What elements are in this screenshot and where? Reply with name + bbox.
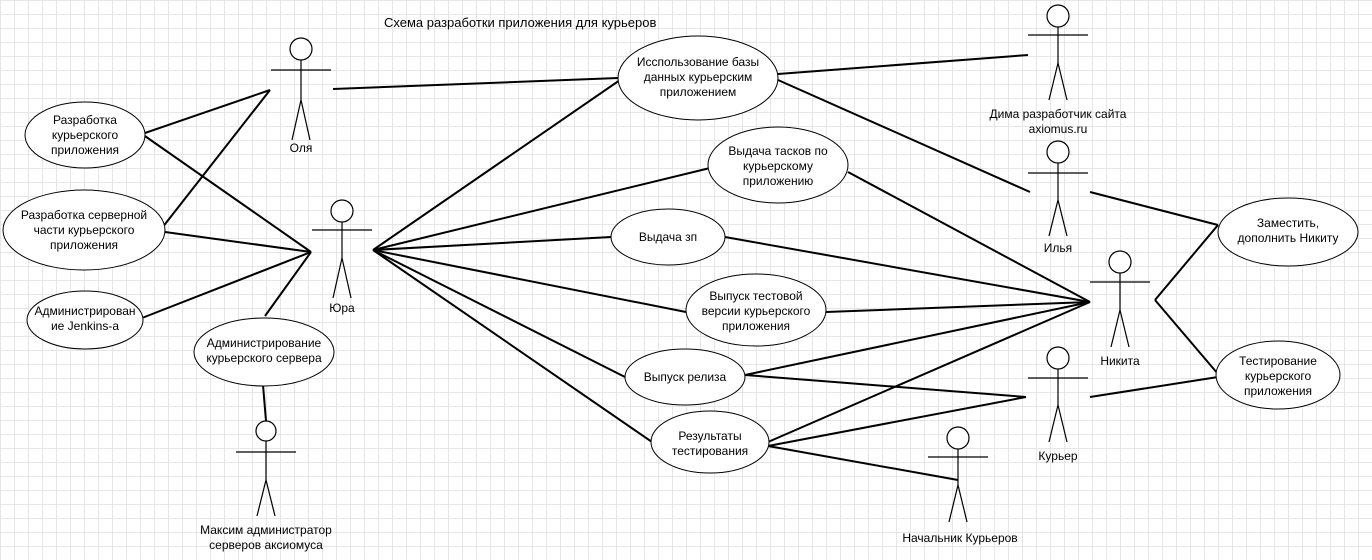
association-line — [724, 236, 1091, 303]
stick-figure-icon — [271, 37, 331, 141]
use-case-label: Выпуск релиза — [644, 370, 727, 384]
association-line — [372, 249, 626, 378]
use-case-label: Разработка — [53, 113, 117, 127]
association-line — [1154, 299, 1219, 375]
use-case-label: курьерского — [1245, 369, 1312, 383]
association-line — [164, 231, 312, 253]
association-line — [767, 445, 959, 481]
actor-label: Илья — [1044, 241, 1072, 255]
use-case-label: курьерского сервера — [206, 351, 322, 365]
use-case-label: Тестирование — [1239, 354, 1317, 368]
association-line — [141, 133, 312, 253]
use-case-label: курьерскому — [743, 159, 813, 173]
use-case-label: приложения — [722, 319, 790, 333]
use-case-test-results[interactable]: Результаты тестирования — [650, 410, 770, 474]
stick-figure-icon — [312, 199, 372, 299]
actor-label: серверов аксиомуса — [209, 538, 323, 552]
association-line — [262, 384, 267, 422]
use-case-db-usage[interactable]: Исспользование базы данных курьерским пр… — [617, 35, 779, 121]
actor-olya[interactable]: Оля — [271, 37, 331, 155]
use-case-label: Результаты — [678, 429, 741, 443]
actor-boss[interactable]: Начальник Курьеров — [902, 426, 1018, 545]
association-line — [777, 54, 1029, 75]
association-line — [744, 301, 1091, 376]
use-case-label: данных курьерским — [644, 70, 753, 84]
association-line — [777, 79, 1031, 193]
actor-label: Дима разработчик сайта — [990, 107, 1127, 121]
use-case-label: Исспользование базы — [637, 55, 759, 69]
association-line — [372, 236, 612, 251]
use-case-tasks[interactable]: Выдача тасков по курьерскому приложению — [707, 126, 849, 204]
associations — [141, 54, 1219, 481]
use-case-label: приложению — [743, 174, 814, 188]
use-case-label: Выпуск тестовой — [709, 289, 802, 303]
actor-maxim[interactable]: Максим администратор серверов аксиомуса — [200, 420, 332, 552]
association-line — [141, 251, 312, 319]
association-line — [744, 374, 1027, 398]
actor-label: Никита — [1100, 354, 1140, 368]
use-case-label: приложения — [1244, 384, 1312, 398]
association-line — [372, 79, 621, 251]
use-case-label: части курьерского — [34, 223, 135, 237]
diagram-title: Схема разработки приложения для курьеров — [384, 15, 656, 30]
use-case-label: тестирования — [672, 444, 748, 458]
use-case-salary[interactable]: Выдача зп — [610, 208, 726, 266]
stick-figure-icon — [1028, 4, 1088, 101]
association-line — [161, 89, 271, 229]
use-case-label: приложением — [660, 85, 737, 99]
actor-ilya[interactable]: Илья — [1028, 140, 1088, 255]
use-case-label: приложения — [50, 238, 118, 252]
stick-figure-icon — [236, 420, 296, 517]
stick-figure-icon — [1028, 346, 1088, 443]
use-case-release[interactable]: Выпуск релиза — [624, 348, 746, 406]
use-case-label: Заместить, — [1257, 216, 1319, 230]
use-case-server-part[interactable]: Разработка серверной части курьерского п… — [2, 189, 166, 271]
use-case-label: дополнить Никиту — [1238, 231, 1339, 245]
association-line — [372, 167, 711, 251]
use-case-test-build[interactable]: Выпуск тестовой версии курьерского прило… — [685, 273, 827, 347]
use-case-jenkins[interactable]: Администрирован ие Jenkins-а — [26, 290, 144, 350]
use-case-replace[interactable]: Заместить, дополнить Никиту — [1217, 197, 1359, 267]
association-line — [825, 301, 1091, 313]
use-case-testing[interactable]: Тестирование курьерского приложения — [1215, 340, 1341, 410]
actor-label: Оля — [290, 141, 313, 155]
use-case-label: Выдача тасков по — [728, 144, 828, 158]
association-line — [847, 171, 1091, 303]
actor-label: axiomus.ru — [1029, 122, 1088, 136]
actor-dima[interactable]: Дима разработчик сайта axiomus.ru — [990, 4, 1127, 136]
actor-label: Максим администратор — [200, 523, 332, 537]
actor-label: Начальник Курьеров — [902, 531, 1017, 545]
association-line — [332, 77, 619, 90]
association-line — [1089, 191, 1219, 226]
association-line — [1089, 376, 1219, 398]
actor-courier[interactable]: Курьер — [1028, 346, 1088, 463]
use-case-label: курьерского — [52, 128, 119, 142]
use-case-courier-server[interactable]: Администрирование курьерского сервера — [193, 317, 335, 387]
use-case-label: приложения — [51, 143, 119, 157]
stick-figure-icon — [928, 426, 988, 523]
use-case-label: Выдача зп — [639, 230, 697, 244]
stick-figure-icon — [1028, 140, 1088, 237]
use-case-label: версии курьерского — [702, 304, 811, 318]
association-line — [767, 301, 1091, 443]
use-case-label: Разработка серверной — [21, 208, 147, 222]
stick-figure-icon — [1090, 250, 1150, 348]
association-line — [264, 251, 312, 317]
use-case-label: Администрирован — [34, 304, 135, 318]
association-line — [767, 396, 1027, 447]
association-line — [372, 249, 653, 443]
use-case-label: Администрирование — [207, 336, 322, 350]
actor-yura[interactable]: Юра — [312, 199, 372, 315]
actor-label: Курьер — [1038, 449, 1077, 463]
actor-label: Юра — [329, 301, 355, 315]
association-line — [1154, 224, 1219, 301]
association-line — [372, 249, 687, 313]
use-case-courier-app[interactable]: Разработка курьерского приложения — [24, 101, 146, 169]
association-line — [141, 89, 271, 135]
actor-nikita[interactable]: Никита — [1090, 250, 1150, 368]
use-case-label: ие Jenkins-а — [51, 319, 119, 333]
